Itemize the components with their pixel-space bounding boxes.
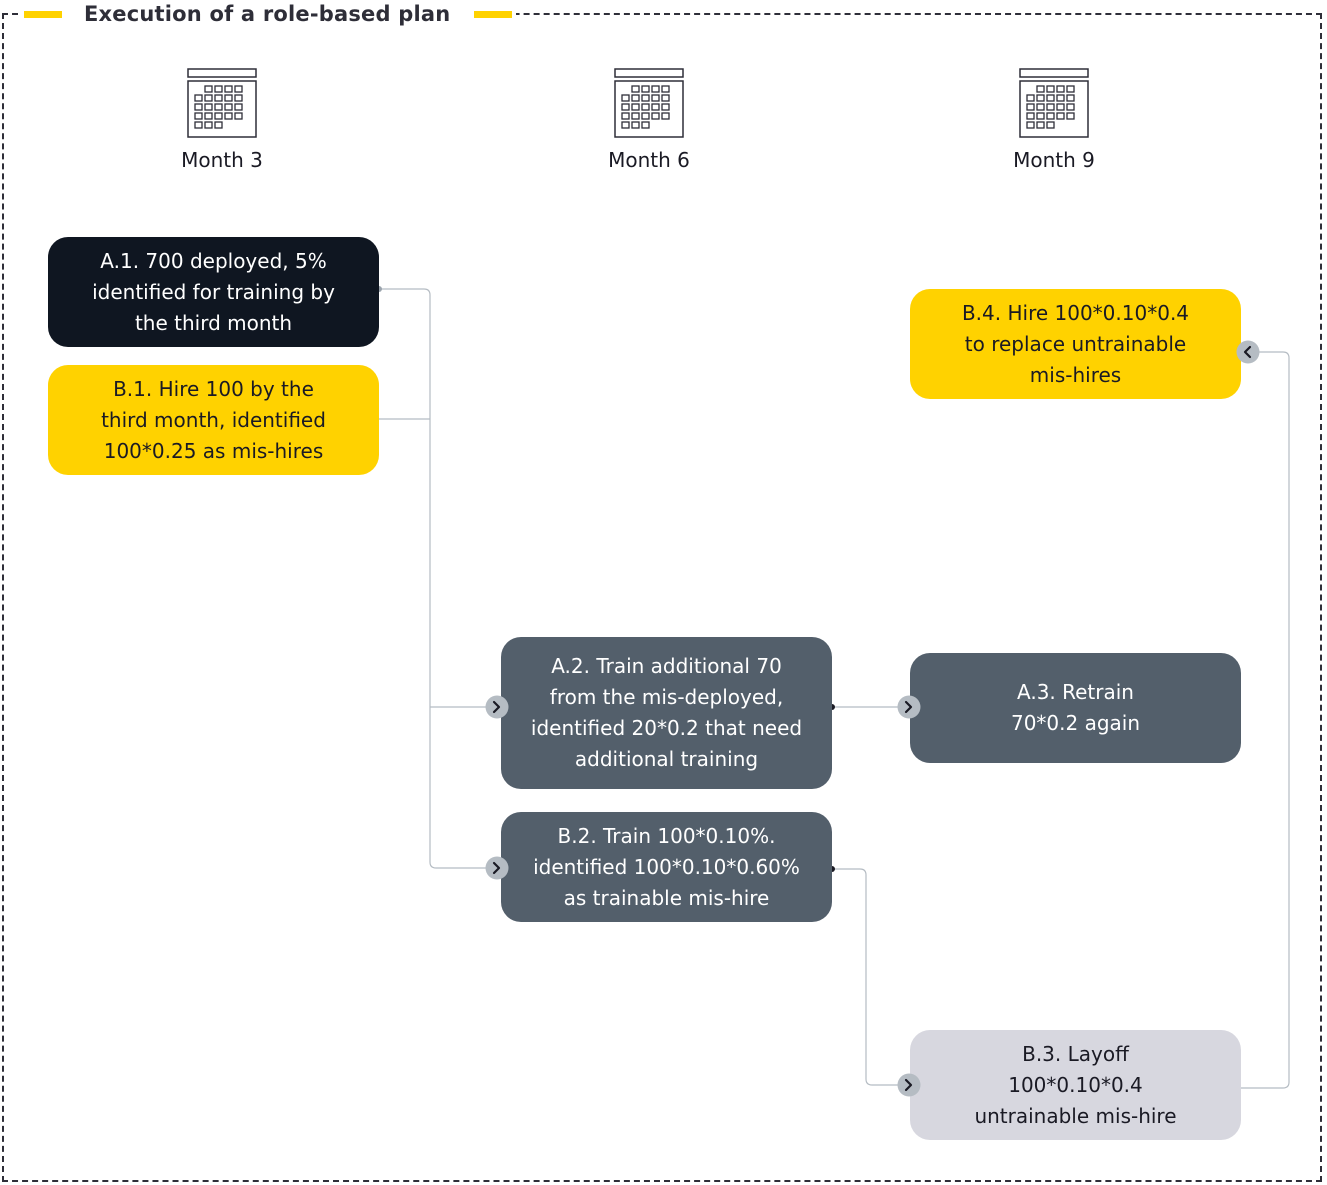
- title-accent-bar-right: [474, 10, 513, 18]
- month-label: Month 6: [608, 148, 690, 172]
- chevron-right-icon: [485, 695, 509, 719]
- step-b4-box: B.4. Hire 100*0.10*0.4 to replace untrai…: [910, 289, 1241, 399]
- step-b2-box: B.2. Train 100*0.10%. identified 100*0.1…: [501, 812, 832, 922]
- month-label: Month 3: [181, 148, 263, 172]
- step-b1-box: B.1. Hire 100 by the third month, identi…: [48, 365, 379, 475]
- diagram-title: Execution of a role-based plan: [84, 2, 451, 26]
- chevron-right-icon: [897, 695, 921, 719]
- step-a2-box: A.2. Train additional 70 from the mis-de…: [501, 637, 832, 789]
- chevron-right-icon: [485, 856, 509, 880]
- step-a1-box: A.1. 700 deployed, 5% identified for tra…: [48, 237, 379, 347]
- connector-b2-to-b3: [832, 868, 909, 1086]
- title-accent-bar-left: [24, 10, 62, 18]
- title-block: Execution of a role-based plan: [18, 0, 517, 28]
- connector-b3-to-b4: [1241, 351, 1290, 1089]
- calendar-icon: [187, 68, 257, 138]
- chevron-left-icon: [1236, 340, 1260, 364]
- diagram-frame: [2, 13, 1322, 1182]
- connector-a1-trunk: [379, 288, 497, 869]
- calendar-icon: [1019, 68, 1089, 138]
- month-column-6: Month 6: [574, 68, 724, 172]
- step-b3-box: B.3. Layoff 100*0.10*0.4 untrainable mis…: [910, 1030, 1241, 1140]
- calendar-icon: [614, 68, 684, 138]
- chevron-right-icon: [897, 1073, 921, 1097]
- month-column-3: Month 3: [147, 68, 297, 172]
- step-a3-box: A.3. Retrain 70*0.2 again: [910, 653, 1241, 763]
- month-column-9: Month 9: [979, 68, 1129, 172]
- month-label: Month 9: [1013, 148, 1095, 172]
